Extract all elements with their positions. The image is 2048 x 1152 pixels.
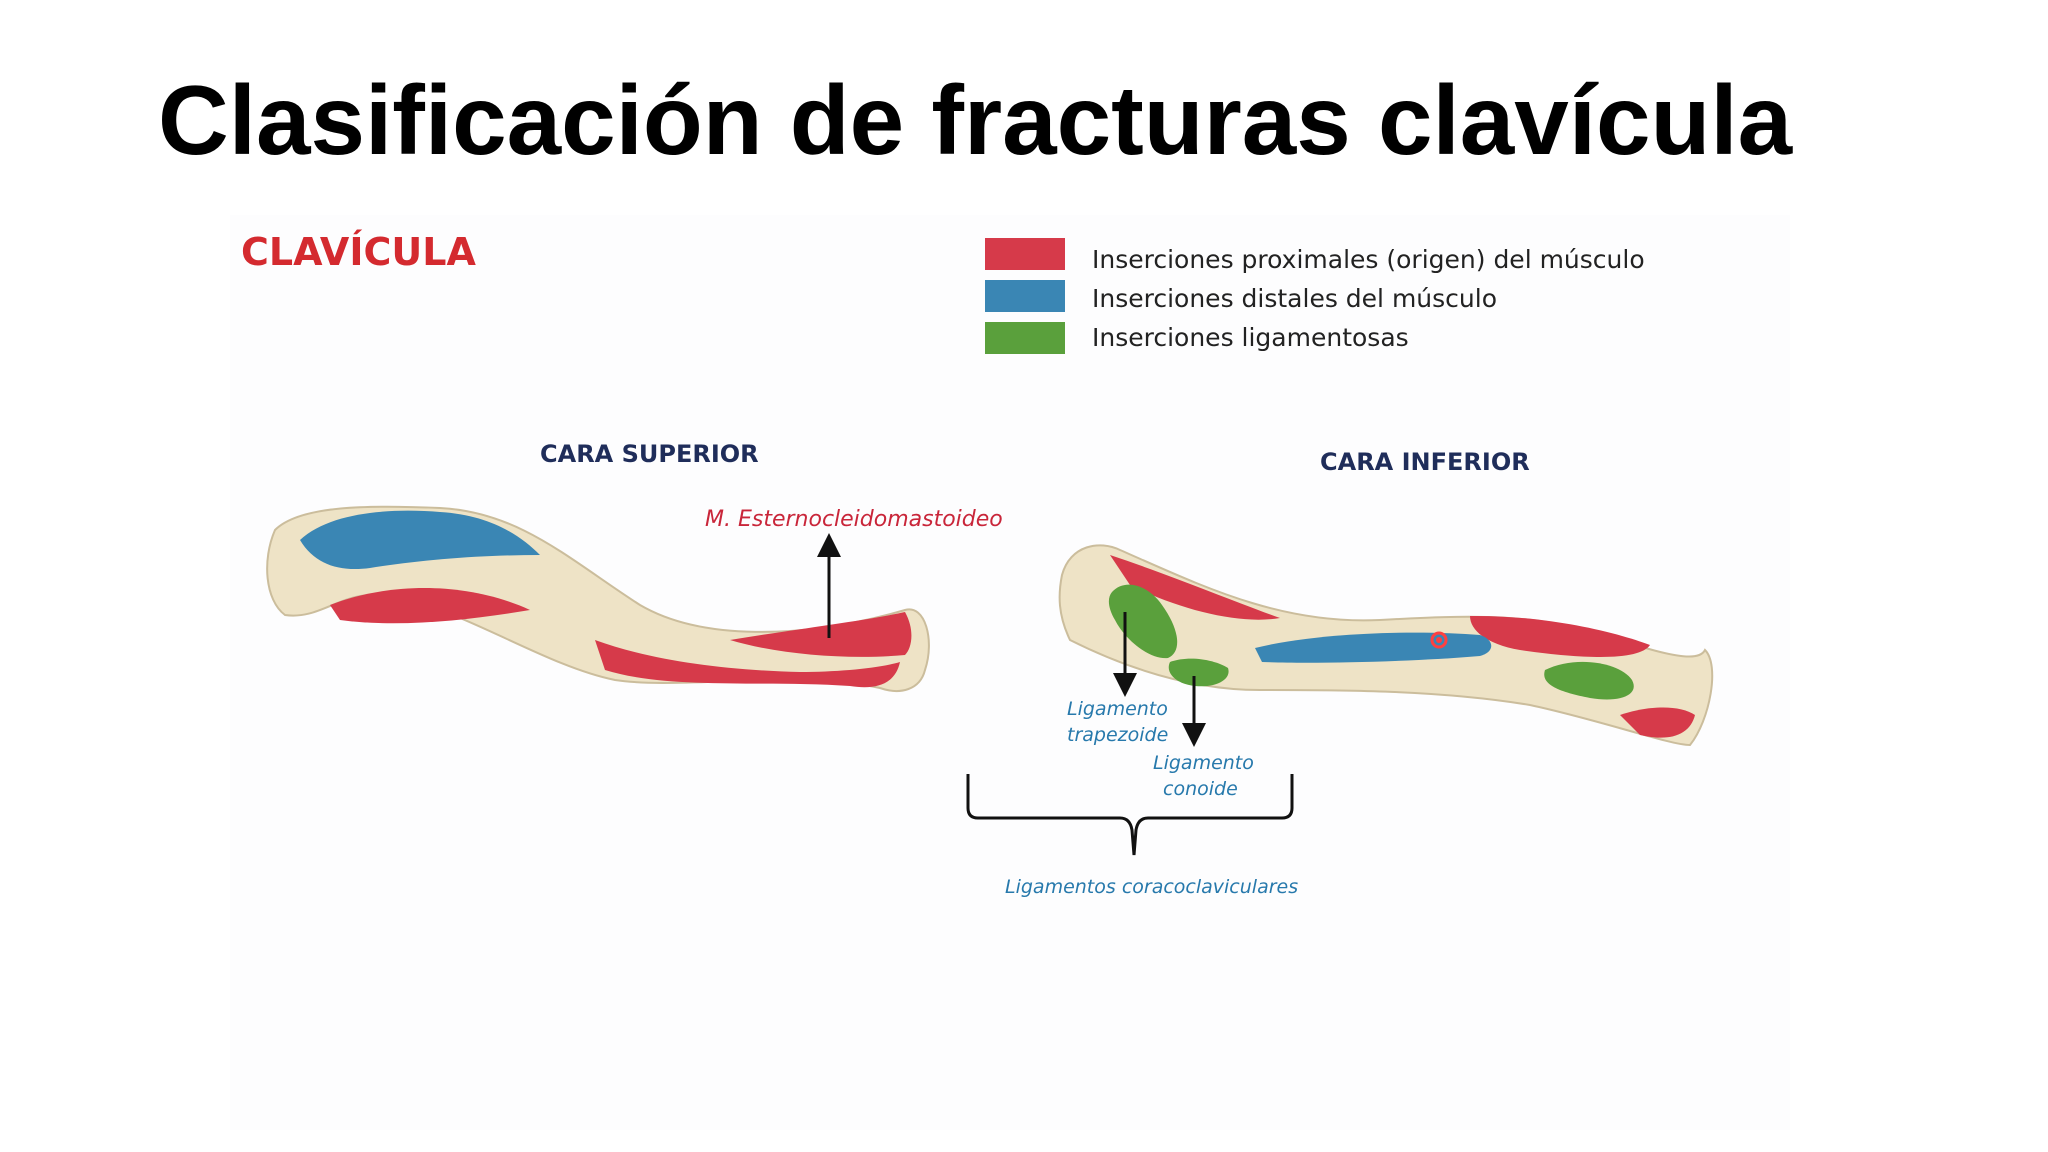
- legend-swatch-distal: [985, 280, 1065, 312]
- coracoclavicular-label: Ligamentos coracoclaviculares: [1005, 876, 1298, 898]
- trapezoid-label-line2: trapezoide: [1067, 724, 1168, 746]
- figure-heading: CLAVÍCULA: [241, 230, 476, 274]
- conoid-label-line2: conoide: [1163, 778, 1238, 800]
- legend-label-proximal: Inserciones proximales (origen) del músc…: [1092, 245, 1645, 274]
- clavicle-superior-distal-insertion: [300, 510, 540, 570]
- conoid-label-line1: Ligamento: [1153, 752, 1254, 774]
- legend: Inserciones proximales (origen) del músc…: [985, 238, 1645, 354]
- highlight-marker: [1430, 631, 1448, 649]
- highlight-marker-dot: [1436, 637, 1442, 643]
- legend-swatch-proximal: [985, 238, 1065, 270]
- legend-label-ligament: Inserciones ligamentosas: [1092, 323, 1409, 352]
- superior-muscle-label: M. Esternocleidomastoideo: [705, 507, 1003, 532]
- clavicle-inferior-proximal-insertion-3: [1620, 707, 1695, 738]
- clavicle-superior-proximal-insertion-2: [595, 640, 900, 688]
- trapezoid-label-line1: Ligamento: [1067, 698, 1168, 720]
- clavicle-inferior-trapezoid-insertion: [1108, 584, 1178, 659]
- superior-view-title: CARA SUPERIOR: [540, 440, 759, 468]
- coracoclavicular-brace: [966, 774, 1294, 856]
- clavicle-inferior-conoid-insertion: [1168, 658, 1229, 687]
- legend-label-distal: Inserciones distales del músculo: [1092, 284, 1497, 313]
- inferior-view-title: CARA INFERIOR: [1320, 448, 1530, 476]
- clavicle-superior-proximal-insertion-1: [330, 587, 530, 624]
- clavicle-inferior-ligament-insertion-lateral: [1544, 661, 1634, 700]
- clavicle-superior-proximal-insertion-3: [730, 612, 912, 657]
- clavicle-inferior-proximal-insertion-1: [1110, 555, 1280, 620]
- clavicle-inferior: [1058, 544, 1714, 747]
- legend-swatch-ligament: [985, 322, 1065, 354]
- clavicle-superior: [266, 505, 930, 692]
- slide-title: Clasificación de fracturas clavícula: [158, 65, 1793, 175]
- clavicle-inferior-proximal-insertion-2: [1470, 615, 1650, 657]
